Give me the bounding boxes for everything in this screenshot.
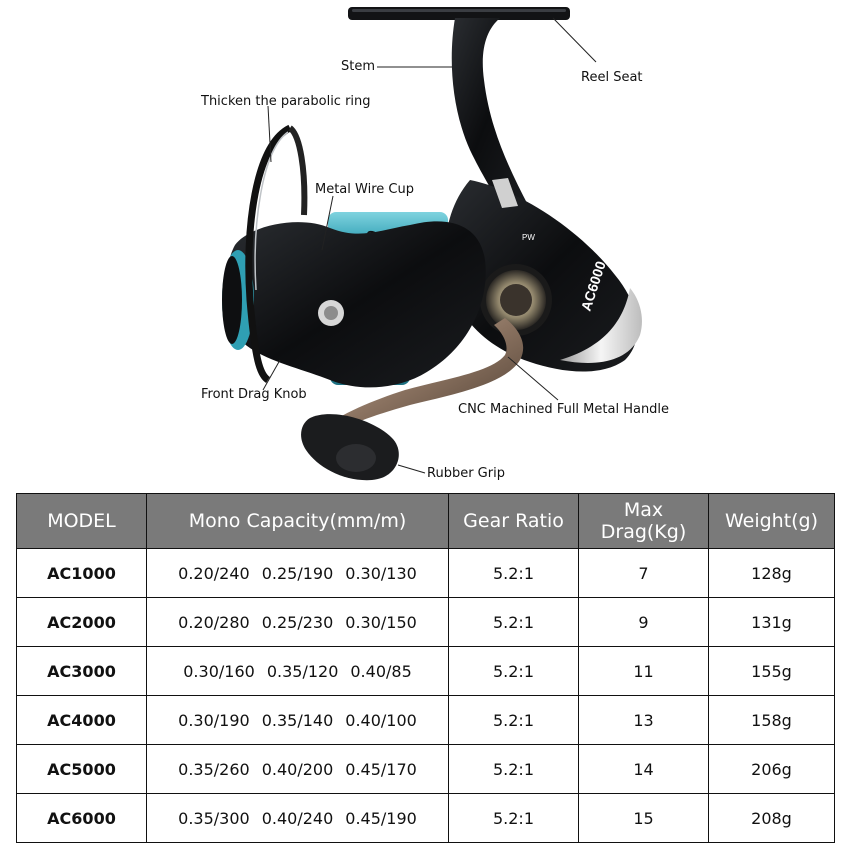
reel-stem [451,18,528,205]
mono-value: 0.45/170 [345,759,417,779]
cell-mono-capacity: 0.30/160 0.35/120 0.40/85 [146,646,449,696]
mono-value: 0.30/190 [178,710,250,730]
reel-illustration: AC6000 PW 4000 [222,7,642,481]
reel-seat [348,7,570,20]
callout-stem: Stem [341,59,376,74]
reel-side-plate [560,288,642,363]
reel-body-window [492,178,518,208]
mono-value: 0.45/190 [345,808,417,828]
cell-model: AC5000 [16,744,147,794]
spec-table: MODEL Mono Capacity(mm/m) Gear Ratio Max… [16,493,835,843]
mono-value: 0.40/200 [261,759,334,779]
mono-value: 0.35/300 [178,808,250,828]
mono-value: 0.25/190 [261,563,334,583]
mono-value: 0.25/230 [261,612,334,632]
cell-mono-capacity: 0.35/300 0.40/240 0.45/190 [146,793,449,843]
mono-value: 0.30/130 [345,563,417,583]
metal-handle [338,318,524,428]
callout-parabolic-ring: Thicken the parabolic ring [201,94,371,109]
cell-max-drag: 7 [578,548,709,598]
cell-mono-capacity: 0.20/280 0.25/230 0.30/150 [146,597,449,647]
header-max-drag: Max Drag(Kg) [578,493,709,549]
reel-badge-text: PW [522,233,535,242]
callout-lines [262,17,597,474]
cell-gear-ratio: 5.2:1 [448,597,579,647]
table-row: AC6000 0.35/300 0.40/240 0.45/190 5.2:1 15… [16,793,835,843]
header-model: MODEL [16,493,147,549]
header-gear-ratio: Gear Ratio [448,493,579,549]
mono-value: 0.35/120 [266,661,339,681]
header-weight: Weight(g) [708,493,835,549]
parabolic-ring [245,124,292,383]
mono-value: 0.40/100 [345,710,417,730]
cell-weight: 155g [708,646,835,696]
cell-max-drag: 14 [578,744,709,794]
cell-weight: 158g [708,695,835,745]
callout-wire-cup: Metal Wire Cup [315,182,414,197]
cell-max-drag: 15 [578,793,709,843]
table-row: AC4000 0.30/190 0.35/140 0.40/100 5.2:1 13… [16,695,835,745]
callout-reel-seat: Reel Seat [581,70,643,85]
rotor [225,221,486,388]
cell-model: AC1000 [16,548,147,598]
table-row: AC5000 0.35/260 0.40/200 0.45/170 5.2:1 14… [16,744,835,794]
table-header-row: MODEL Mono Capacity(mm/m) Gear Ratio Max… [16,493,835,549]
cell-mono-capacity: 0.20/240 0.25/190 0.30/130 [146,548,449,598]
cell-max-drag: 9 [578,597,709,647]
callout-front-drag: Front Drag Knob [201,387,307,402]
cell-gear-ratio: 5.2:1 [448,744,579,794]
cell-gear-ratio: 5.2:1 [448,548,579,598]
mono-value: 0.40/240 [261,808,334,828]
cell-gear-ratio: 5.2:1 [448,793,579,843]
cell-model: AC2000 [16,597,147,647]
cell-weight: 206g [708,744,835,794]
mono-value: 0.30/160 [183,661,255,681]
cell-model: AC6000 [16,793,147,843]
cell-gear-ratio: 5.2:1 [448,695,579,745]
mono-value: 0.35/260 [178,759,250,779]
callout-handle: CNC Machined Full Metal Handle [458,402,670,417]
cell-model: AC3000 [16,646,147,696]
cell-weight: 128g [708,548,835,598]
mono-value: 0.20/280 [178,612,250,632]
mono-value: 0.20/240 [178,563,250,583]
cell-model: AC4000 [16,695,147,745]
mono-value: 0.35/140 [261,710,334,730]
mono-value: 0.40/85 [350,661,412,681]
cell-mono-capacity: 0.35/260 0.40/200 0.45/170 [146,744,449,794]
mono-value: 0.30/150 [345,612,417,632]
header-mono-capacity: Mono Capacity(mm/m) [146,493,449,549]
cell-weight: 131g [708,597,835,647]
cell-weight: 208g [708,793,835,843]
callout-rubber-grip: Rubber Grip [427,466,505,481]
cell-max-drag: 11 [578,646,709,696]
cell-gear-ratio: 5.2:1 [448,646,579,696]
cell-max-drag: 13 [578,695,709,745]
cell-mono-capacity: 0.30/190 0.35/140 0.40/100 [146,695,449,745]
